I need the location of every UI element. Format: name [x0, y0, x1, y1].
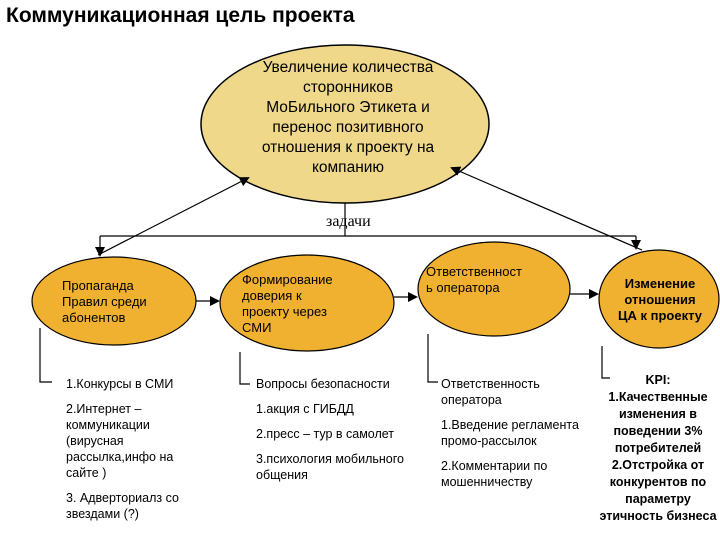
node-line: ЦА к проекту: [617, 308, 702, 323]
node-line: отношения: [624, 292, 696, 307]
list-item: 1.Введение регламента промо-рассылок: [441, 418, 579, 448]
column-2: Вопросы безопасности 1.акция с ГИБДД 2.п…: [256, 376, 416, 492]
node-line: Правил среди: [62, 294, 147, 309]
node-text-3: Ответственност ь оператора: [426, 264, 566, 296]
kpi-heading: KPI:: [645, 373, 671, 387]
goal-line: перенос позитивного: [272, 119, 424, 136]
list-item: 2.пресс – тур в самолет: [256, 427, 395, 441]
kpi-item: 1.Качественные изменения в поведении 3% …: [608, 390, 708, 455]
page-title: Коммуникационная цель проекта: [6, 4, 355, 27]
node-ellipse-2: [219, 254, 395, 352]
list-item: 2.Комментарии по мошенничеству: [441, 459, 548, 489]
node-line: ь оператора: [426, 280, 500, 295]
kpi-block: KPI: 1.Качественные изменения в поведени…: [596, 372, 720, 525]
kpi-item: 2.Отстройка от конкурентов по параметру …: [599, 458, 717, 523]
node-ellipse-4: [598, 249, 720, 349]
list-item: Вопросы безопасности: [256, 377, 390, 391]
node-text-4: Изменение отношения ЦА к проекту: [606, 276, 714, 324]
node-line: проекту через: [242, 304, 327, 319]
node-line: абонентов: [62, 310, 126, 325]
tasks-label: задачи: [326, 213, 371, 230]
goal-line: МоБильного Этикета и: [266, 99, 430, 116]
list-item: Ответственность оператора: [441, 377, 540, 407]
goal-line: Увеличение количества: [262, 59, 434, 76]
column-1: 1.Конкурсы в СМИ 2.Интернет – коммуникац…: [66, 376, 184, 531]
list-item: 1.акция с ГИБДД: [256, 402, 354, 416]
node-line: СМИ: [242, 320, 272, 335]
node-line: доверия к: [242, 288, 302, 303]
list-item: 3. Адверториалз со звездами (?): [66, 491, 179, 521]
node-line: Ответственност: [426, 264, 522, 279]
node-line: Пропаганда: [62, 278, 134, 293]
node-line: Изменение: [624, 276, 696, 291]
node-text-2: Формирование доверия к проекту через СМИ: [242, 272, 382, 336]
node-line: Формирование: [242, 272, 333, 287]
list-item: 2.Интернет – коммуникации (вирусная расс…: [66, 402, 174, 480]
node-ellipse-3: [417, 241, 571, 337]
column-3: Ответственность оператора 1.Введение рег…: [441, 376, 599, 499]
goal-text: Увеличение количества сторонников МоБиль…: [232, 58, 464, 178]
goal-line: отношения к проекту на: [261, 139, 435, 156]
list-item: 1.Конкурсы в СМИ: [66, 377, 174, 391]
list-item: 3.психология мобильного общения: [256, 452, 404, 482]
node-text-1: Пропаганда Правил среди абонентов: [62, 278, 192, 326]
goal-line: сторонников: [302, 79, 394, 96]
goal-line: компанию: [311, 159, 385, 176]
